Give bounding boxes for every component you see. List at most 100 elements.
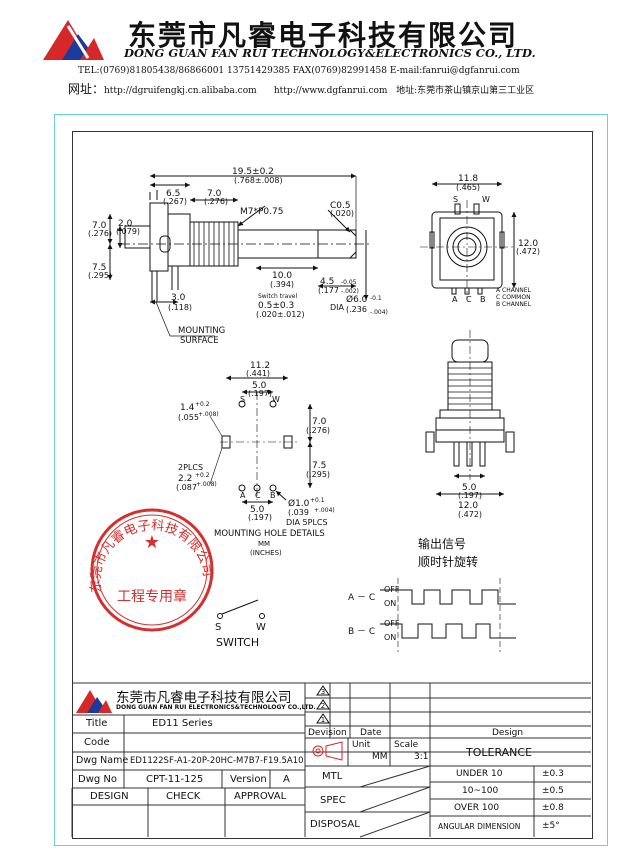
svg-text:A: A xyxy=(452,295,458,304)
svg-text:M7*P0.75: M7*P0.75 xyxy=(240,207,283,217)
svg-text:10.0: 10.0 xyxy=(272,271,292,281)
svg-text:(.267): (.267) xyxy=(163,197,187,206)
dwg-no-value: CPT-11-125 xyxy=(146,774,204,785)
svg-text:(.039: (.039 xyxy=(288,508,309,517)
web-link-alibaba[interactable]: http://dgruifengkj.cn.alibaba.com xyxy=(104,86,257,96)
approval-label: APPROVAL xyxy=(234,791,287,802)
svg-text:3.0: 3.0 xyxy=(171,293,186,303)
tol-value: ±0.3 xyxy=(542,769,564,779)
tol-range: 10~100 xyxy=(462,786,499,796)
dwg-name-value: ED1122SF-A1-20P-20HC-M7B7-F19.5A10 xyxy=(130,756,304,766)
svg-text:1.4: 1.4 xyxy=(180,403,195,413)
tol-range: ANGULAR DIMENSION xyxy=(438,822,521,831)
svg-text:(.236: (.236 xyxy=(346,305,367,314)
revision-markers xyxy=(316,685,330,724)
svg-text:7.5: 7.5 xyxy=(92,263,106,273)
title-block-company-cn: 东莞市凡睿电子科技有限公司 xyxy=(116,690,292,706)
svg-text:-0.1: -0.1 xyxy=(370,295,382,302)
scale-label: Scale xyxy=(394,740,419,750)
svg-text:5.0: 5.0 xyxy=(250,505,265,515)
title-block-company-en: DONG GUAN FAN RUI ELECTRONICS&TECHNOLOGY… xyxy=(116,704,316,711)
svg-text:(.087: (.087 xyxy=(176,483,197,492)
svg-text:+0.2: +0.2 xyxy=(195,472,210,479)
signal-waveform-ac xyxy=(380,578,516,652)
svg-text:(.394): (.394) xyxy=(270,280,294,289)
dwg-no-label: Dwg No xyxy=(78,774,118,785)
svg-text:(.118): (.118) xyxy=(168,303,192,312)
svg-text:0.5±0.3: 0.5±0.3 xyxy=(258,301,294,311)
svg-text:(.197): (.197) xyxy=(458,491,482,500)
svg-text:MM: MM xyxy=(258,540,270,548)
contact-line: TEL:(0769)81805438/86866001 13751429385 … xyxy=(78,66,520,76)
svg-text:(.295): (.295) xyxy=(306,470,330,479)
svg-text:2PLCS: 2PLCS xyxy=(178,463,203,472)
tol-value: ±0.8 xyxy=(542,803,564,813)
svg-text:(.197): (.197) xyxy=(248,389,272,398)
engineering-stamp: ★ 工程专用章 东莞市凡睿电子科技有限公司 xyxy=(89,508,215,632)
svg-text:(.079): (.079) xyxy=(116,227,140,236)
unit-value: MM xyxy=(372,752,388,762)
svg-text:W: W xyxy=(482,195,490,204)
company-name-cn: 东莞市凡睿电子科技有限公司 xyxy=(128,19,519,52)
svg-text:MOUNTING HOLE DETAILS: MOUNTING HOLE DETAILS xyxy=(214,529,325,539)
svg-text:7.0: 7.0 xyxy=(92,221,107,231)
svg-text:+.004): +.004) xyxy=(314,507,335,514)
svg-text:(.197): (.197) xyxy=(248,513,272,522)
signal-subtitle: 顺时针旋转 xyxy=(418,554,478,569)
svg-text:+0.2: +0.2 xyxy=(195,401,210,408)
svg-text:C0.5: C0.5 xyxy=(330,201,351,211)
svg-text:DIA: DIA xyxy=(330,303,345,312)
svg-text:3: 3 xyxy=(321,688,325,696)
drawing-frame xyxy=(72,131,593,839)
title-label: Title xyxy=(86,718,108,729)
svg-text:OFF: OFF xyxy=(384,585,400,594)
mounting-hole-view xyxy=(209,375,313,505)
svg-text:B: B xyxy=(480,295,486,304)
switch-symbol xyxy=(217,599,265,619)
code-label: Code xyxy=(84,737,110,748)
svg-text:(INCHES): (INCHES) xyxy=(250,549,282,557)
side-view xyxy=(107,173,370,337)
svg-text:6.5: 6.5 xyxy=(166,189,180,199)
svg-text:Switch travel: Switch travel xyxy=(258,293,297,300)
title-block-logo xyxy=(76,690,112,713)
svg-text:(.472): (.472) xyxy=(516,247,540,256)
svg-text:12.0: 12.0 xyxy=(458,501,478,511)
svg-text:7.0: 7.0 xyxy=(207,189,222,199)
svg-text:ON: ON xyxy=(384,633,396,642)
svg-text:B － C: B － C xyxy=(348,627,375,637)
web-line: 网址：http://dgruifengkj.cn.alibaba.com htt… xyxy=(68,80,534,97)
svg-text:S: S xyxy=(240,395,245,404)
svg-text:(.465): (.465) xyxy=(456,183,480,192)
company-name-en: DONG GUAN FAN RUI TECHNOLOGY&ELECTRONICS… xyxy=(124,46,536,60)
dwg-name-label: Dwg Name xyxy=(76,755,129,766)
dimension-labels: 19.5±0.2 (.768±.008) 6.5 (.267) 7.0 (.27… xyxy=(88,167,540,649)
mtl-label: MTL xyxy=(322,771,343,782)
drawing-sheet-border xyxy=(54,114,608,846)
svg-text:B: B xyxy=(270,491,276,500)
svg-text:W: W xyxy=(272,395,280,404)
svg-text:2.2: 2.2 xyxy=(178,474,192,484)
title-block-grid xyxy=(71,682,591,838)
tol-value: ±5° xyxy=(542,821,560,831)
projection-symbol xyxy=(312,741,343,761)
svg-text:(.177: (.177 xyxy=(318,286,339,295)
svg-text:(.020±.012): (.020±.012) xyxy=(256,310,305,319)
spec-label: SPEC xyxy=(320,795,346,806)
company-logo xyxy=(43,20,104,60)
svg-text:A CHANNEL: A CHANNEL xyxy=(496,287,532,294)
web-label: 网址： xyxy=(68,82,105,96)
svg-text:★: ★ xyxy=(144,532,160,553)
web-link-main[interactable]: http://www.dgfanrui.com xyxy=(273,86,388,96)
svg-text:11.8: 11.8 xyxy=(458,174,478,184)
svg-text:(.295): (.295) xyxy=(88,271,112,280)
svg-text:B CHANNEL: B CHANNEL xyxy=(496,301,532,308)
tolerance-label: TOLERANCE xyxy=(466,746,533,759)
design2-label: Design xyxy=(492,728,524,738)
svg-text:(.768±.008): (.768±.008) xyxy=(234,176,283,185)
svg-text:OFF: OFF xyxy=(384,619,400,628)
svg-text:(.020): (.020) xyxy=(330,209,354,218)
svg-text:Ø6.0: Ø6.0 xyxy=(346,294,368,305)
scale-value: 3:1 xyxy=(414,752,429,762)
